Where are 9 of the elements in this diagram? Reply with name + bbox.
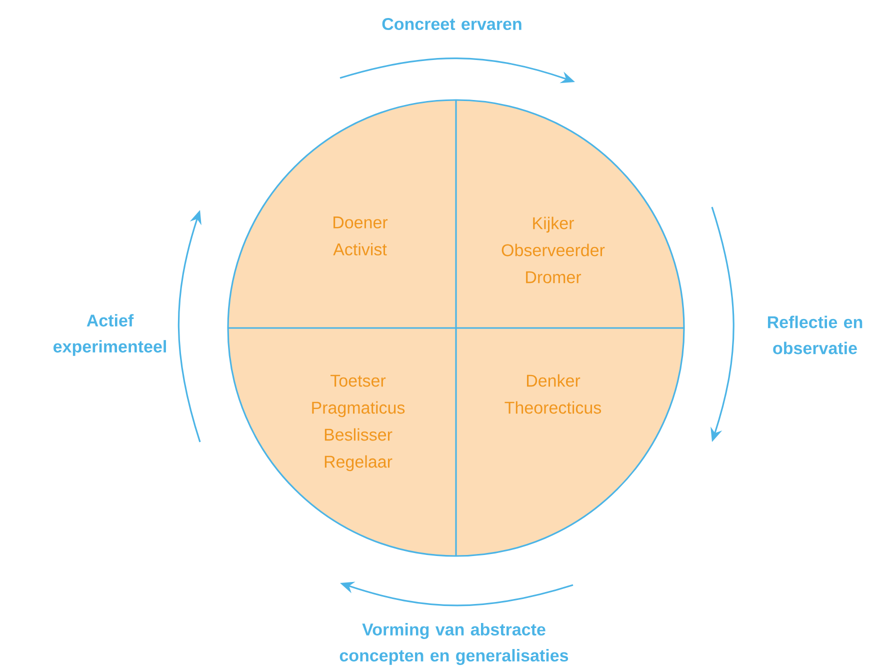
- stage-label: Actief experimenteel: [54, 314, 166, 356]
- quadrant-text: Toetser Pragmaticus Beslisser Regelaar: [312, 374, 405, 472]
- stage-label: Reflectie en observatie: [768, 316, 862, 354]
- stage-label: Concreet ervaren: [382, 18, 522, 30]
- stage-label: Vorming van abstracte concepten en generalisaties: [340, 623, 568, 665]
- circle: [227, 99, 685, 557]
- quadrant-text: Doener Activist: [333, 216, 388, 256]
- quadrant-text: Kijker Observeerder Dromer: [502, 216, 605, 284]
- quadrant-text: Denker Theorecticus: [504, 374, 602, 414]
